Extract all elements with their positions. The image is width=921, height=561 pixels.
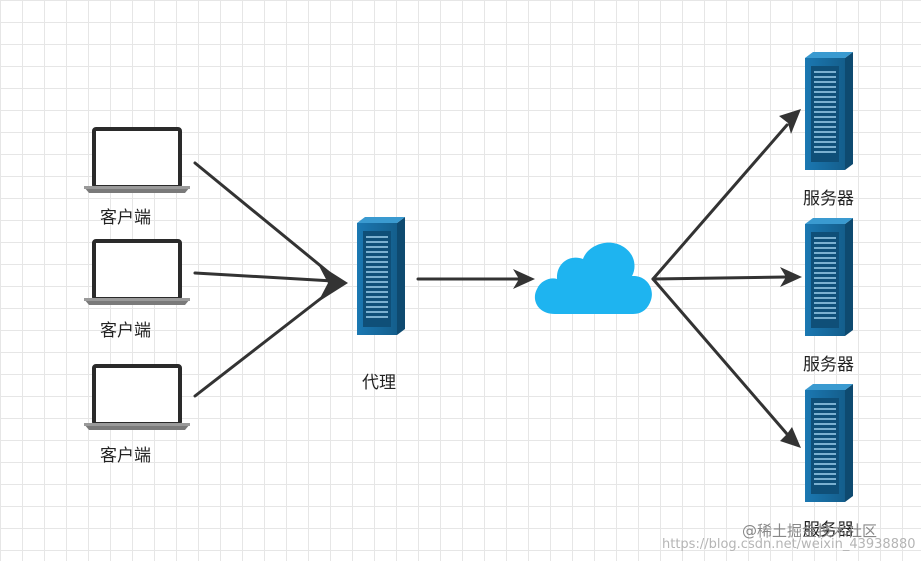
watermark-url: https://blog.csdn.net/weixin_43938880: [662, 537, 916, 552]
client-1-label: 客户端: [100, 208, 151, 228]
cloud-to-server2-arrow: [651, 275, 788, 281]
proxy-server-icon: [356, 216, 406, 336]
server-2-icon: [804, 217, 854, 337]
client-3-label: 客户端: [100, 446, 151, 466]
proxy-arrowhead: [318, 264, 348, 302]
server-3-icon: [804, 383, 854, 503]
server3-arrowhead: [780, 427, 801, 448]
cloud-to-server1-arrow: [651, 123, 789, 281]
cloud-to-server3-arrow: [651, 277, 789, 436]
client1-to-proxy-arrow: [193, 161, 335, 278]
server-1-icon: [804, 51, 854, 171]
server-1-label: 服务器: [803, 189, 854, 209]
client-1-laptop-icon: [82, 127, 192, 195]
client2-to-proxy-arrow: [193, 271, 335, 283]
server-3-label: 服务器: [803, 520, 854, 540]
server-2-label: 服务器: [803, 355, 854, 375]
server2-arrowhead: [780, 267, 802, 287]
client-2-label: 客户端: [100, 321, 151, 341]
client-3-laptop-icon: [82, 364, 192, 432]
watermark-brand: @稀土掘金技术社区: [742, 522, 878, 540]
client-2-laptop-icon: [82, 239, 192, 307]
cloud-arrowhead: [513, 269, 535, 289]
proxy-label: 代理: [362, 373, 396, 393]
client3-to-proxy-arrow: [193, 287, 335, 398]
server1-arrowhead: [779, 109, 801, 134]
cloud-icon: [534, 242, 652, 314]
